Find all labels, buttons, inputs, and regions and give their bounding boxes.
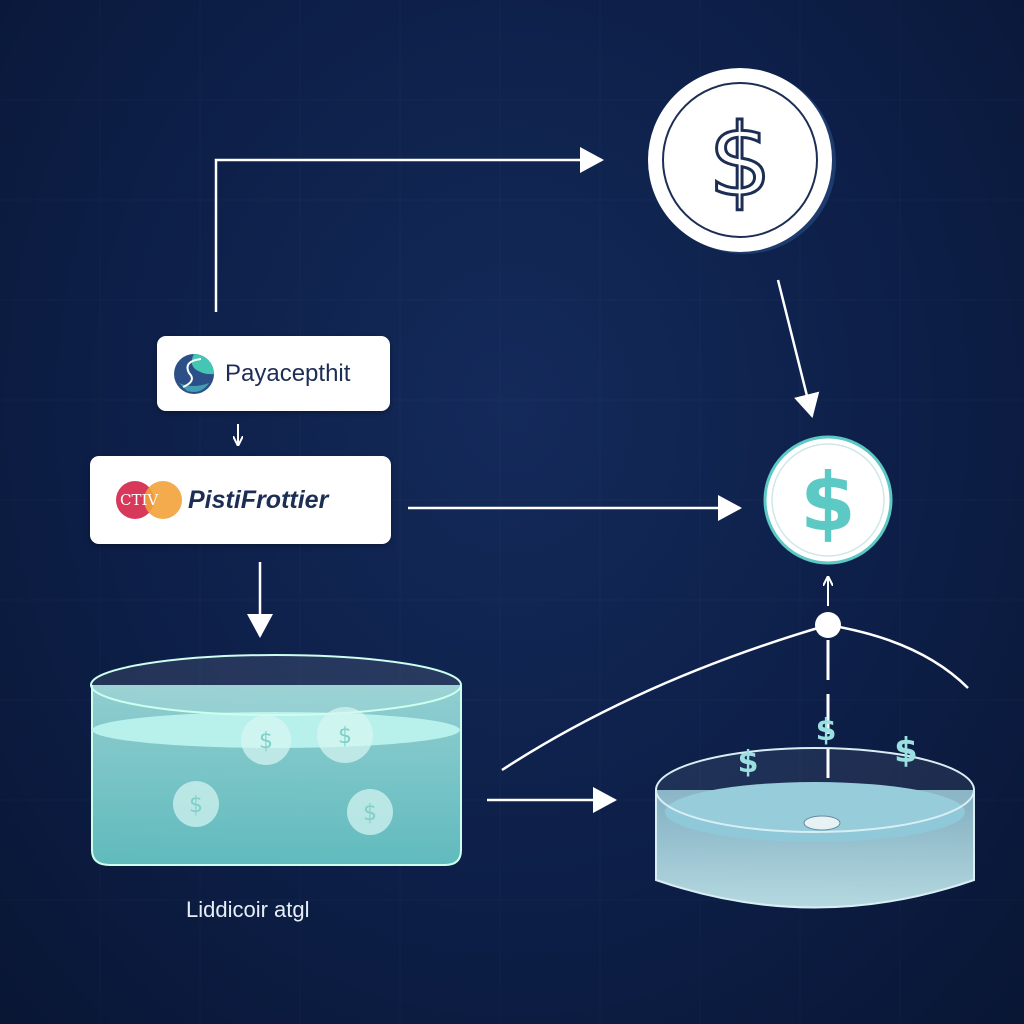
target-coin: $ <box>763 435 893 565</box>
arrow-large-to-target <box>776 279 820 418</box>
coin-icon: $ <box>189 793 203 818</box>
dollar-icon: $ <box>800 456 856 549</box>
coin-icon: $ <box>338 724 352 749</box>
large-coin: $ <box>648 68 836 254</box>
payacepthit-logo-icon <box>174 353 214 394</box>
liquidity-pool-tank: $ $ $ $ <box>90 654 462 866</box>
curve-line <box>501 623 969 772</box>
logo-text: CTIV <box>120 491 159 509</box>
ctiv-logo-icon: CTIV <box>116 481 184 519</box>
junction-node <box>815 612 841 638</box>
reserve-tank: $ $ $ <box>655 713 975 909</box>
dollar-icon: $ <box>894 731 918 771</box>
payment-provider-card[interactable]: Payacepthit <box>157 336 390 411</box>
liquidity-pool-label: Liddicoir atgl <box>186 897 310 922</box>
coin-stack-icon <box>803 815 841 831</box>
processor-card[interactable]: CTIV PistiFrottier <box>90 456 391 544</box>
dollar-icon: $ <box>708 102 772 219</box>
processor-label: PistiFrottier <box>188 485 329 514</box>
arrow-to-large-coin <box>214 147 604 312</box>
coin-icon: $ <box>259 729 273 754</box>
coin-icon: $ <box>363 801 377 826</box>
dollar-icon: $ <box>738 745 759 780</box>
payment-provider-label: Payacepthit <box>225 359 351 387</box>
dollar-icon: $ <box>816 713 837 748</box>
